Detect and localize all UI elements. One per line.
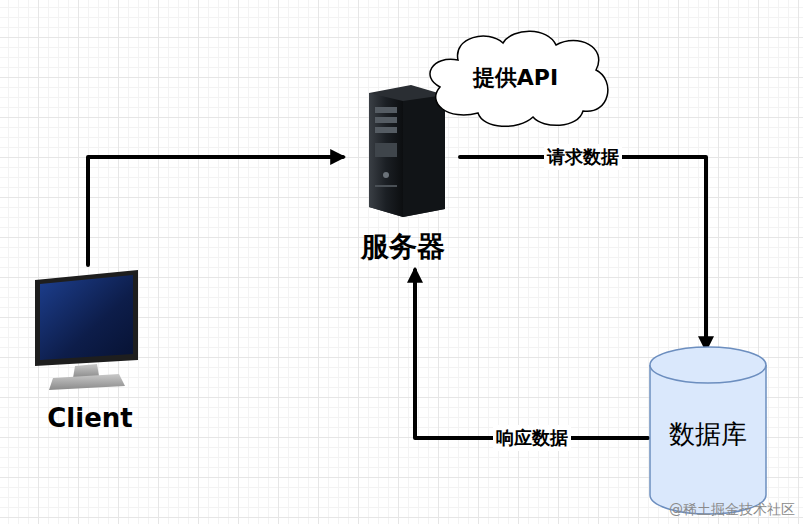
database-node: 数据库 (648, 345, 768, 517)
connector-arrow (415, 270, 648, 438)
node-label: 数据库 (648, 417, 768, 452)
node-label: Client (30, 403, 150, 433)
client-node: Client (30, 265, 150, 440)
server-tower-icon (355, 85, 447, 217)
edge-label: 响应数据 (493, 425, 571, 451)
node-label: 提供API (418, 63, 613, 93)
cloud-callout: 提供API (418, 25, 613, 130)
connector-arrow (88, 157, 343, 265)
node-label: 服务器 (345, 228, 460, 266)
edge-label: 请求数据 (544, 144, 622, 170)
connector-arrow (460, 157, 706, 349)
server-node: 服务器 (345, 85, 460, 268)
watermark: @稀土掘金技术社区 (669, 501, 795, 519)
monitor-icon (35, 268, 140, 390)
